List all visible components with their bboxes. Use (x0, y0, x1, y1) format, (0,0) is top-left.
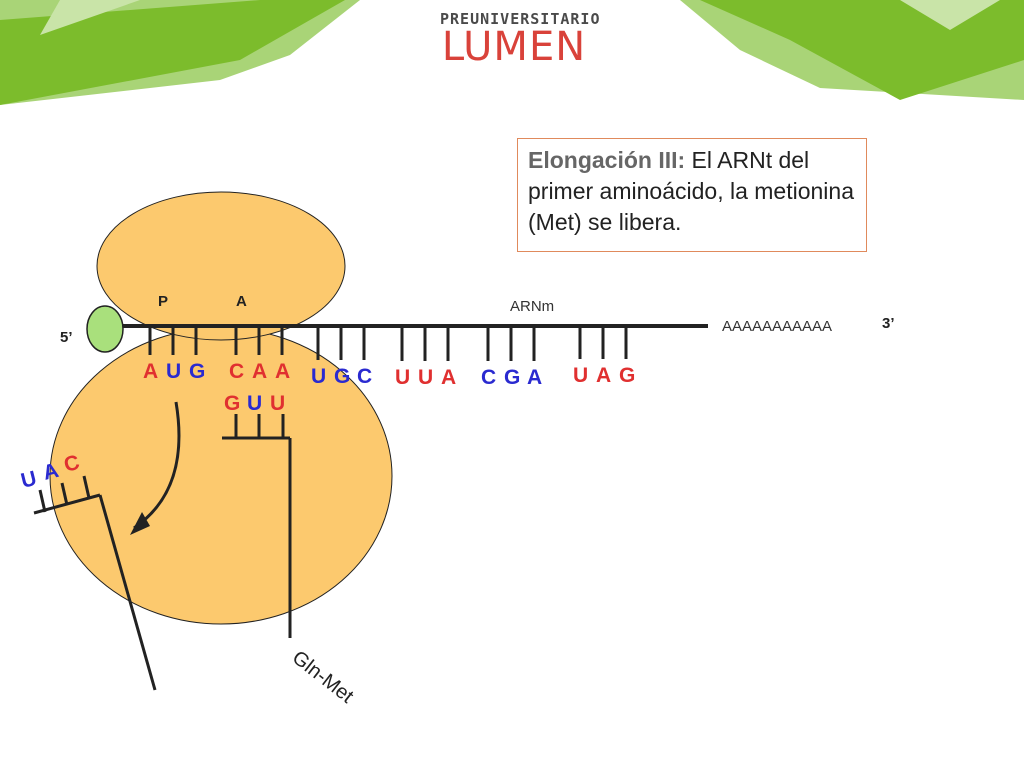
codon-base: U (418, 366, 433, 389)
codon-base: A (275, 360, 290, 383)
info-box: Elongación III: El ARNt del primer amino… (517, 138, 867, 252)
codon-base: G (189, 360, 205, 383)
site-a-label: A (236, 293, 247, 310)
mrna-base-ticks (148, 328, 628, 361)
anticodon-base: A (41, 459, 61, 485)
info-box-text: El ARNt del primer aminoácido, la metion… (528, 147, 854, 235)
ribosome-small-subunit (96, 191, 346, 341)
top-left-banner (0, 0, 360, 105)
codon-base: A (143, 360, 158, 383)
release-arrow (130, 401, 181, 535)
released-trna (33, 475, 157, 691)
codon-base: A (596, 364, 611, 387)
logo-subtitle: PREUNIVERSITARIO (440, 10, 601, 28)
codon-base: A (441, 366, 456, 389)
gln-trna (222, 414, 292, 638)
three-prime-label: 3’ (882, 315, 895, 332)
mrna-label: ARNm (510, 298, 554, 315)
codon-base: U (573, 364, 588, 387)
codon-base: C (481, 366, 496, 389)
poly-a-tail: AAAAAAAAAAA (722, 318, 832, 335)
site-p-label: P (158, 293, 168, 310)
anticodon-base: G (224, 392, 240, 415)
anticodon-base: U (19, 467, 39, 493)
codon-base: G (504, 366, 520, 389)
codon-base: A (527, 366, 542, 389)
logo-title: LUMEN (441, 24, 587, 70)
five-prime-label: 5’ (60, 329, 73, 346)
codon-base: A (252, 360, 267, 383)
top-right-banner (680, 0, 1024, 100)
anticodon-base: U (247, 392, 262, 415)
anticodon-base: C (62, 451, 82, 477)
codon-base: U (166, 360, 181, 383)
codon-base: C (229, 360, 244, 383)
peptide-chain-label: Gln-Met (288, 647, 358, 708)
codon-base: U (311, 365, 326, 388)
mrna-cap (86, 305, 124, 353)
info-box-title: Elongación III: (528, 147, 686, 173)
codon-base: C (357, 365, 372, 388)
anticodon-base: U (270, 392, 285, 415)
codon-base: U (395, 366, 410, 389)
codon-base: G (334, 365, 350, 388)
codon-base: G (619, 364, 635, 387)
